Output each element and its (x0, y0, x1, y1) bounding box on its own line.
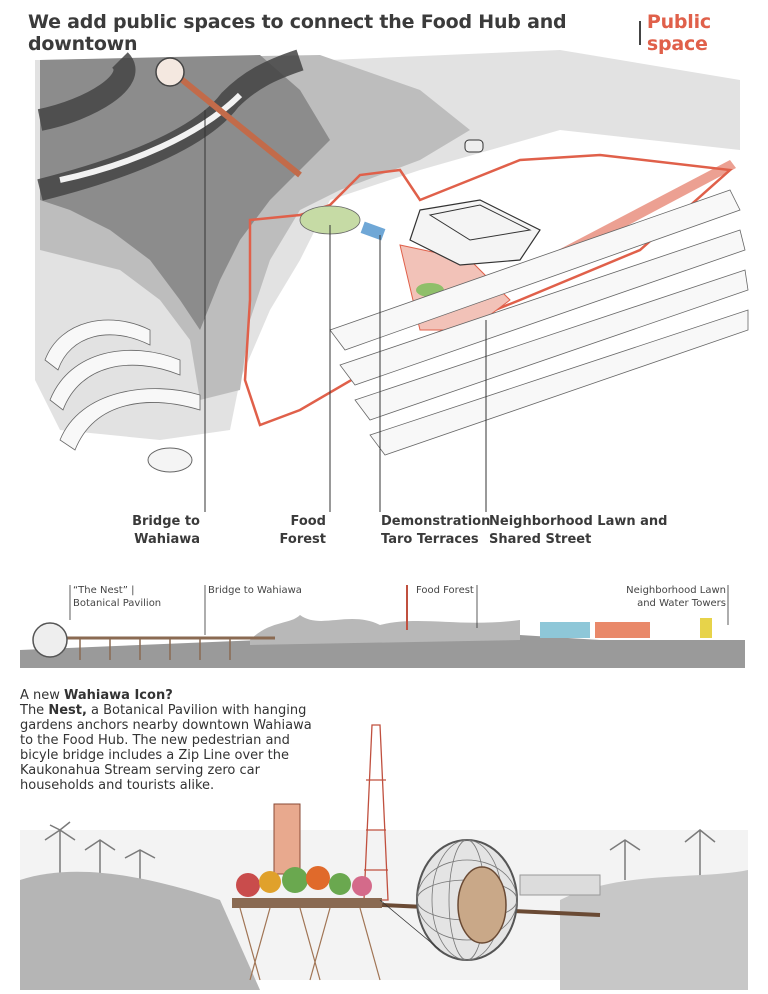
nest-pavilion-plan (155, 57, 185, 87)
label-taro: Demonstration Taro Terraces (381, 513, 491, 549)
page-category: Public space (646, 11, 711, 55)
water-tower-plan (464, 139, 484, 153)
label-food-forest: Food Forest (270, 513, 326, 549)
section-bridge-piers (79, 638, 231, 660)
section-label-nest: “The Nest” | Botanical Pavilion (73, 584, 173, 610)
neighborhood-blocks (329, 189, 749, 456)
label-bridge-line2: Wahiawa (134, 532, 200, 547)
perspective-bridge (381, 903, 601, 917)
section-label-nest-line2: Botanical Pavilion (73, 598, 162, 609)
page-title-row: We add public spaces to connect the Food… (28, 11, 768, 55)
section-vegetation (250, 615, 520, 645)
story-prefix-1: A new (20, 688, 65, 703)
section-label-lawn: Neighborhood Lawn and Water Towers (616, 584, 726, 610)
bridge-deck (168, 67, 302, 178)
food-hub-roof (428, 204, 532, 241)
section-label-food-forest: Food Forest (416, 585, 474, 596)
palm-trees (44, 821, 716, 885)
label-lawn-line2: Shared Street (489, 532, 592, 547)
nest-lattice (416, 839, 518, 961)
story-headline: Wahiawa Icon? (64, 688, 173, 703)
label-lawn: Neighborhood Lawn and Shared Street (489, 513, 669, 549)
garden-trees (236, 866, 372, 897)
perspective-hillside-right (560, 870, 748, 990)
section-label-lawn-line1: Neighborhood Lawn (626, 585, 726, 596)
story-nest-name: Nest, (48, 703, 87, 718)
perspective-sky (20, 830, 748, 980)
story-prefix-2: The (20, 703, 49, 718)
label-food-forest-line1: Food (290, 514, 326, 529)
section-label-lawn-line2: and Water Towers (637, 598, 726, 609)
terrain-dark (40, 55, 330, 330)
section-nest-sphere (32, 622, 68, 658)
zip-line (379, 899, 441, 951)
label-bridge: Bridge to Wahiawa (130, 513, 200, 549)
perspective-hillside (20, 871, 260, 990)
label-bridge-line1: Bridge to (132, 514, 200, 529)
stream-highlight (59, 92, 243, 183)
label-taro-line1: Demonstration (381, 514, 491, 529)
page-title: We add public spaces to connect the Food… (28, 11, 567, 55)
taro-terraces-plan (360, 221, 386, 241)
nest-opening (457, 866, 507, 944)
lookout-tower (273, 803, 301, 875)
story-body: a Botanical Pavilion with hanging garden… (20, 703, 312, 793)
section-water-tower (700, 618, 712, 638)
residential-cluster (44, 319, 201, 451)
radio-tower (363, 724, 389, 901)
section-label-nest-line1: “The Nest” | (73, 585, 135, 596)
site-boundary (243, 153, 733, 427)
nest-sphere (416, 839, 518, 961)
label-lawn-line1: Neighborhood Lawn and (489, 514, 668, 529)
label-taro-line2: Taro Terraces (381, 532, 479, 547)
ballfield (147, 447, 193, 473)
title-divider (639, 21, 641, 45)
label-food-forest-line2: Forest (279, 532, 326, 547)
section-food-hub-2 (595, 622, 650, 638)
section-label-bridge: Bridge to Wahiawa (208, 585, 302, 596)
garden-platform (232, 898, 382, 908)
food-hub-building (409, 199, 541, 266)
distant-building (519, 874, 601, 896)
section-ground (20, 630, 745, 668)
story-text: A new Wahiawa Icon? The Nest, a Botanica… (20, 688, 320, 793)
site-plan-illustration (35, 49, 749, 512)
timber-structure (239, 907, 381, 981)
section-food-hub (540, 622, 590, 638)
